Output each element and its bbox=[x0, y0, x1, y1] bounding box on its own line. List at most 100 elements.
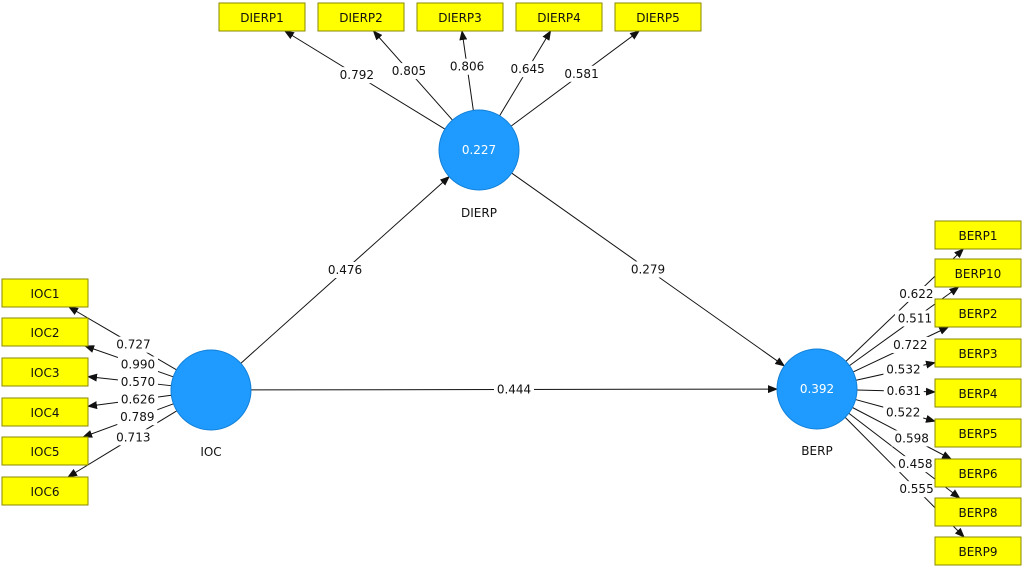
indicator-label: BERP1 bbox=[958, 229, 997, 243]
loading-label-dierp5-text: 0.581 bbox=[564, 67, 598, 81]
loading-label-berp1-bg bbox=[896, 285, 937, 302]
indicator-label: BERP10 bbox=[955, 267, 1002, 281]
loading-label-dierp4-bg bbox=[507, 61, 548, 78]
loading-label-ioc3-text: 0.570 bbox=[121, 375, 155, 389]
path-coef-ioc-berp: 0.444 bbox=[494, 381, 534, 398]
indicator-dierp2[interactable]: DIERP2 bbox=[317, 2, 405, 32]
loading-label-berp10-text: 0.511 bbox=[898, 311, 932, 325]
indicator-label: DIERP3 bbox=[438, 11, 482, 25]
indicator-box bbox=[317, 2, 405, 32]
indicator-box bbox=[1, 436, 89, 466]
loading-label-dierp4-text: 0.645 bbox=[510, 62, 544, 76]
indicator-berp1[interactable]: BERP1 bbox=[934, 220, 1022, 250]
loading-label-ioc5-bg bbox=[117, 409, 158, 426]
loading-label-berp2-text: 0.722 bbox=[893, 338, 927, 352]
indicator-label: DIERP2 bbox=[339, 11, 383, 25]
indicator-label: BERP4 bbox=[958, 387, 997, 401]
construct-circle bbox=[438, 109, 520, 191]
indicator-box bbox=[515, 2, 603, 32]
indicator-berp3[interactable]: BERP3 bbox=[934, 338, 1022, 368]
loading-label-ioc4-bg bbox=[118, 391, 159, 408]
loading-label-berp8: 0.458 bbox=[895, 456, 936, 473]
loading-label-berp4-bg bbox=[883, 383, 924, 400]
indicator-dierp4[interactable]: DIERP4 bbox=[515, 2, 603, 32]
indicator-ioc6[interactable]: IOC6 bbox=[1, 476, 89, 506]
loading-label-berp2-bg bbox=[890, 336, 931, 353]
indicator-box bbox=[1, 357, 89, 387]
loading-label-berp8-text: 0.458 bbox=[898, 457, 932, 471]
loading-label-berp8-bg bbox=[895, 456, 936, 473]
loading-label-ioc6-bg bbox=[113, 429, 154, 446]
indicator-box bbox=[934, 497, 1022, 527]
indicator-berp4[interactable]: BERP4 bbox=[934, 378, 1022, 408]
indicator-ioc2[interactable]: IOC2 bbox=[1, 317, 89, 347]
indicator-box bbox=[1, 397, 89, 427]
loading-label-ioc2: 0.990 bbox=[117, 356, 158, 373]
indicator-berp9[interactable]: BERP9 bbox=[934, 536, 1022, 566]
path-coef-dierp-berp-bg bbox=[628, 261, 668, 278]
indicator-dierp5[interactable]: DIERP5 bbox=[614, 2, 702, 32]
construct-name: BERP bbox=[801, 444, 832, 458]
indicator-box bbox=[934, 536, 1022, 566]
path-coef-ioc-dierp-bg bbox=[325, 262, 365, 278]
indicator-label: BERP9 bbox=[958, 545, 997, 559]
loading-label-berp6: 0.598 bbox=[891, 430, 932, 447]
indicator-box bbox=[934, 298, 1022, 328]
path-coef-ioc-dierp-text: 0.476 bbox=[328, 263, 362, 277]
indicator-berp5[interactable]: BERP5 bbox=[934, 418, 1022, 448]
construct-name: DIERP bbox=[461, 206, 497, 220]
indicator-dierp3[interactable]: DIERP3 bbox=[416, 2, 504, 32]
loading-label-berp6-text: 0.598 bbox=[895, 431, 929, 445]
loading-label-ioc4: 0.626 bbox=[118, 391, 159, 408]
indicator-dierp1[interactable]: DIERP1 bbox=[218, 2, 306, 32]
indicator-berp10[interactable]: BERP10 bbox=[934, 258, 1022, 288]
path-coef-ioc-dierp: 0.476 bbox=[325, 262, 365, 278]
construct-r2: 0.392 bbox=[800, 382, 834, 396]
loading-label-berp3: 0.532 bbox=[883, 361, 924, 378]
indicator-box bbox=[1, 278, 89, 308]
path-coef-ioc-berp-text: 0.444 bbox=[497, 383, 531, 397]
construct-r2: 0.227 bbox=[462, 143, 496, 157]
indicator-label: BERP5 bbox=[958, 427, 997, 441]
indicator-ioc4[interactable]: IOC4 bbox=[1, 397, 89, 427]
loading-label-ioc3-bg bbox=[117, 374, 158, 391]
path-coef-dierp-berp-text: 0.279 bbox=[631, 263, 665, 277]
loading-label-ioc2-text: 0.990 bbox=[121, 357, 155, 371]
loading-label-berp3-text: 0.532 bbox=[886, 363, 920, 377]
loading-label-berp10: 0.511 bbox=[894, 310, 935, 327]
loading-label-berp9-text: 0.555 bbox=[899, 482, 933, 496]
loading-label-berp10-bg bbox=[894, 310, 935, 327]
indicator-ioc1[interactable]: IOC1 bbox=[1, 278, 89, 308]
construct-circle bbox=[776, 348, 858, 430]
indicator-ioc5[interactable]: IOC5 bbox=[1, 436, 89, 466]
indicator-box bbox=[934, 378, 1022, 408]
indicator-berp6[interactable]: BERP6 bbox=[934, 458, 1022, 488]
loading-label-dierp1-bg bbox=[336, 67, 377, 84]
loading-label-dierp5: 0.581 bbox=[561, 65, 602, 82]
loading-label-dierp2-bg bbox=[388, 63, 429, 80]
indicator-box bbox=[934, 458, 1022, 488]
indicator-berp2[interactable]: BERP2 bbox=[934, 298, 1022, 328]
loading-label-ioc5-text: 0.789 bbox=[120, 410, 154, 424]
indicator-label: IOC6 bbox=[31, 485, 60, 499]
loading-label-berp4-text: 0.631 bbox=[887, 384, 921, 398]
indicator-label: DIERP1 bbox=[240, 11, 284, 25]
path-coef-ioc-berp-bg bbox=[494, 381, 534, 398]
indicator-label: IOC1 bbox=[31, 287, 60, 301]
indicator-ioc3[interactable]: IOC3 bbox=[1, 357, 89, 387]
indicator-box bbox=[1, 476, 89, 506]
indicator-box bbox=[934, 258, 1022, 288]
indicator-box bbox=[934, 338, 1022, 368]
indicator-label: BERP6 bbox=[958, 467, 997, 481]
loading-label-berp9-bg bbox=[896, 481, 937, 498]
loading-label-dierp3-bg bbox=[447, 58, 488, 75]
loading-label-ioc1: 0.727 bbox=[113, 336, 154, 353]
construct-ioc[interactable]: IOC bbox=[170, 349, 252, 459]
indicator-berp8[interactable]: BERP8 bbox=[934, 497, 1022, 527]
indicator-label: DIERP4 bbox=[537, 11, 581, 25]
indicator-label: BERP8 bbox=[958, 506, 997, 520]
loading-label-berp5-text: 0.522 bbox=[886, 406, 920, 420]
loading-label-ioc3: 0.570 bbox=[117, 374, 158, 391]
